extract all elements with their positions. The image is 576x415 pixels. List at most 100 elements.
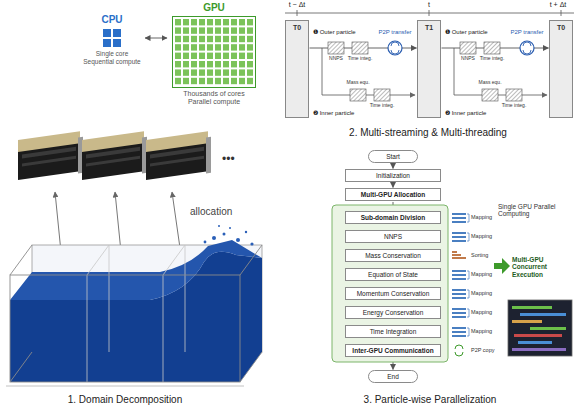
step-label: Momentum Conservation <box>357 290 430 297</box>
process-box: NNPS <box>345 230 441 243</box>
water-tank <box>212 236 216 240</box>
gpu-core <box>231 61 237 67</box>
gpu-card <box>18 131 83 182</box>
stream-segment <box>374 89 390 101</box>
water-tank <box>250 242 253 245</box>
buffer-label: T1 <box>418 24 440 31</box>
process-box: Initialization <box>345 169 441 182</box>
time-axis <box>285 13 574 14</box>
p2p-icon <box>455 352 463 356</box>
gpu-core <box>223 44 229 50</box>
terminal-oval: Start <box>368 150 418 163</box>
water-tank <box>10 240 262 300</box>
process-box: Equation of State <box>345 268 441 281</box>
parallel-panel <box>332 205 448 362</box>
time-buffer: T0 <box>549 20 573 118</box>
stream-segment <box>391 42 399 46</box>
gpu-core <box>191 36 197 42</box>
step-label: NNPS <box>384 233 402 240</box>
cpu-icon <box>113 39 121 47</box>
gpu-core <box>191 69 197 75</box>
water-tank <box>236 238 240 242</box>
gpu-card <box>150 147 204 159</box>
water-tank <box>87 245 109 275</box>
gpu-core <box>191 53 197 59</box>
gpu-core <box>207 61 213 67</box>
time-axis <box>429 10 430 16</box>
profiler-screenshot <box>518 341 552 344</box>
process-box: Sub-domain Division <box>345 211 441 224</box>
annotation-label: Time integ. <box>480 56 505 62</box>
gpu-core <box>223 53 229 59</box>
gpu-card <box>22 147 76 159</box>
annotation-label: P2P transfer <box>510 29 543 36</box>
water-tank <box>223 233 226 236</box>
gpu-core <box>183 61 189 67</box>
stream-segment <box>322 48 415 95</box>
gpu-core <box>231 44 237 50</box>
gpu-core <box>231 19 237 25</box>
cpu-icon <box>113 29 121 37</box>
water-tank <box>240 352 262 382</box>
annotation-label: Mapping <box>471 214 492 220</box>
process-box: Momentum Conservation <box>345 287 441 300</box>
execution-arrow <box>494 258 510 274</box>
gpu-core <box>239 36 245 42</box>
gpu-core <box>247 78 253 84</box>
sorting-icon <box>452 251 457 253</box>
step-label: Time Integration <box>370 328 417 335</box>
gpu-core <box>191 19 197 25</box>
water-tank <box>87 245 185 382</box>
process-box: Energy Conservation <box>345 306 441 319</box>
water-tank <box>218 225 220 227</box>
water-tank <box>163 245 185 275</box>
process-box: Mass Conservation <box>345 249 441 262</box>
gpu-core <box>239 78 245 84</box>
profiler-screenshot <box>514 334 562 337</box>
annotation-label: Time integ. <box>370 103 395 109</box>
stream-segment <box>322 41 415 101</box>
gpu-core <box>207 69 213 75</box>
gpu-core <box>247 53 253 59</box>
profiler-screenshot <box>512 320 542 323</box>
flow-connector <box>393 183 394 188</box>
gpu-card <box>82 131 147 182</box>
gpu-core <box>247 27 253 33</box>
gpu-core <box>247 69 253 75</box>
gpu-core <box>231 69 237 75</box>
gpu-core <box>247 61 253 67</box>
gpu-core <box>183 36 189 42</box>
water-tank <box>10 245 32 275</box>
gpu-core <box>199 69 205 75</box>
gpu-core <box>223 61 229 67</box>
gpu-card <box>86 156 140 167</box>
step-label: Initialization <box>376 172 410 179</box>
annotation-label: P2P copy <box>471 347 494 353</box>
gpu-card <box>22 156 76 167</box>
gpu-core <box>215 27 221 33</box>
gpu-core <box>175 78 181 84</box>
p2p-icon <box>455 345 463 349</box>
time-buffer: T0 <box>285 20 309 118</box>
gpu-core <box>175 19 181 25</box>
step-label: Mass Conservation <box>365 252 421 259</box>
annotation-label: NNPS <box>329 56 343 62</box>
annotation-label: Single GPU Parallel Computing <box>498 203 564 218</box>
time-axis <box>297 10 298 16</box>
gpu-core <box>207 27 213 33</box>
gpu-core <box>231 36 237 42</box>
water-tank <box>87 275 88 382</box>
water-tank <box>10 252 262 382</box>
annotation-label: ❷ Inner particle <box>445 110 486 117</box>
gpu-core <box>215 19 221 25</box>
gpu-core <box>175 61 181 67</box>
gpu-core <box>239 69 245 75</box>
step-label: Start <box>386 153 400 160</box>
annotation-label: Mass equ. <box>346 80 369 86</box>
gpu-core <box>247 44 253 50</box>
step-label: Inter-GPU Communication <box>352 347 433 354</box>
stream-segment <box>328 42 344 54</box>
gpu-core <box>175 36 181 42</box>
annotation-label: allocation <box>190 206 232 218</box>
buffer-label: T0 <box>286 24 308 31</box>
